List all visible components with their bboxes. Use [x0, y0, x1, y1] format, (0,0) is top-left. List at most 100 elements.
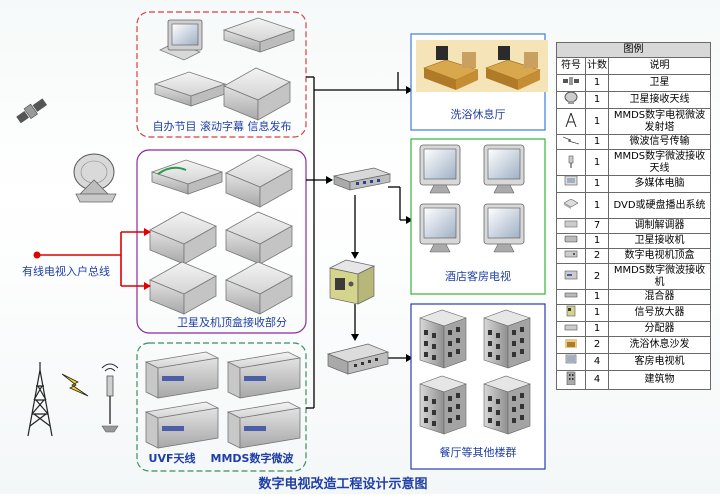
- building-icon: [565, 371, 577, 389]
- legend-desc: MMDS数字微波接收机: [608, 263, 711, 290]
- legend-desc: 客房电视机: [608, 353, 711, 371]
- legend-count: 2: [585, 263, 609, 290]
- legend-header-desc: 说明: [608, 57, 711, 75]
- legend-count: 4: [585, 353, 609, 371]
- sofa-icon: [564, 337, 578, 353]
- satellite-receiver-icon: [564, 234, 578, 248]
- legend-desc: MMDS数字微波接收天线: [608, 149, 711, 176]
- legend-desc: MMDS数字电视微波发射塔: [608, 108, 711, 135]
- tv-icon: [565, 354, 577, 370]
- legend-desc: 混合器: [608, 289, 711, 305]
- legend-count: 1: [585, 74, 609, 92]
- splitter: [326, 343, 390, 375]
- building: [483, 375, 531, 435]
- legend-count: 2: [585, 336, 609, 354]
- legend-count: 7: [585, 218, 609, 234]
- group-antenna-frame: [136, 342, 307, 472]
- legend-desc: 卫星: [608, 74, 711, 92]
- legend-count: 1: [585, 304, 609, 322]
- legend-count: 1: [585, 321, 609, 337]
- legend-count: 1: [585, 134, 609, 150]
- legend-desc: 调制解调器: [608, 218, 711, 234]
- bath-sofa: [477, 39, 549, 93]
- modulator: [225, 261, 293, 315]
- mmds-receiver-icon: [564, 270, 578, 284]
- legend-desc: 数字电视机顶盒: [608, 248, 711, 264]
- legend-header-count: 计数: [585, 57, 609, 75]
- legend-count: 1: [585, 289, 609, 305]
- satellite-icon: [563, 75, 579, 91]
- legend-desc: 多媒体电脑: [608, 175, 711, 193]
- dvd-player-icon: [563, 198, 579, 213]
- zone-bath-label: 洗浴休息厅: [451, 107, 506, 121]
- set-top-box-icon: [564, 249, 578, 263]
- diagram-caption: 数字电视改造工程设计示意图: [258, 476, 427, 492]
- mixer: [332, 167, 392, 191]
- group-self-program-frame: [136, 11, 307, 138]
- legend-desc: 建筑物: [608, 370, 711, 390]
- signal-amplifier: [328, 259, 376, 305]
- multimedia-pc: [159, 19, 203, 61]
- microwave-signal: [61, 373, 89, 397]
- legend-count: 1: [585, 192, 609, 219]
- zone-dining-label: 餐厅等其他楼群: [440, 445, 517, 459]
- amplifier-icon: [565, 305, 577, 321]
- mmds-label: MMDS数字微波: [211, 451, 295, 465]
- satellite-dish: [73, 153, 117, 203]
- mixer-icon: [564, 291, 578, 303]
- modulator: [225, 154, 293, 208]
- signal-trunk-lines: [306, 72, 413, 409]
- building: [419, 375, 467, 435]
- legend-count: 1: [585, 108, 609, 135]
- legend-desc: DVD或硬盘播出系统: [608, 192, 711, 219]
- mmds-tower-icon: [565, 112, 577, 131]
- mmds-receiver: [145, 401, 219, 449]
- legend-desc: 卫星接收机: [608, 233, 711, 249]
- set-top-box: [151, 159, 223, 195]
- group-satellite-frame: [136, 149, 307, 334]
- legend-desc: 微波信号传输: [608, 134, 711, 150]
- mmds-receiver: [145, 351, 219, 399]
- building: [419, 309, 467, 369]
- bath-sofa: [415, 39, 487, 93]
- dvd-player: [223, 17, 295, 53]
- cable-input-label: 有线电视入户总线: [22, 264, 110, 278]
- microwave-signal-icon: [562, 135, 580, 149]
- modulator: [227, 351, 301, 399]
- uvf-antenna-label: UVF天线: [149, 451, 196, 465]
- modulator-icon: [564, 219, 578, 233]
- legend-desc: 分配器: [608, 321, 711, 337]
- legend-count: 1: [585, 233, 609, 249]
- zone-hotel-label: 酒店客房电视: [445, 269, 511, 283]
- legend-desc: 洗浴休息沙发: [608, 336, 711, 354]
- legend-title: 图例: [556, 42, 711, 58]
- splitter-icon: [564, 322, 578, 336]
- set-top-box: [149, 261, 217, 315]
- legend-count: 1: [585, 149, 609, 176]
- multimedia-pc-icon: [564, 175, 578, 192]
- legend-count: 4: [585, 370, 609, 390]
- cable-input-lines: [33, 228, 151, 290]
- building: [483, 309, 531, 369]
- legend-desc: 卫星接收天线: [608, 91, 711, 109]
